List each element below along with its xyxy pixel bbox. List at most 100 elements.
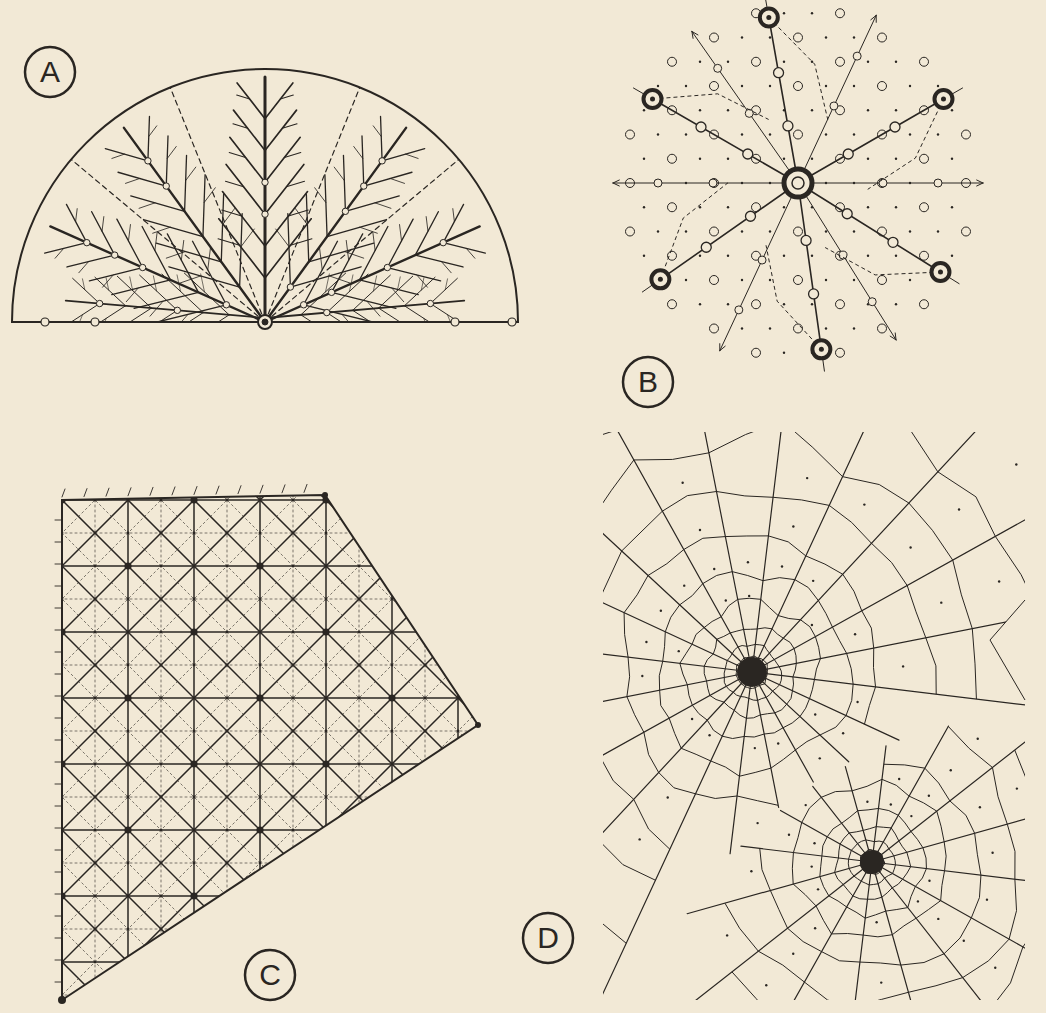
line-art xyxy=(528,522,590,569)
line-art xyxy=(719,344,720,351)
line-art xyxy=(730,672,752,854)
line-art xyxy=(203,175,205,237)
line-art xyxy=(0,863,560,864)
line-art xyxy=(66,155,265,322)
line-art xyxy=(953,560,973,629)
line-art xyxy=(713,568,715,570)
line-art xyxy=(259,480,261,1010)
line-art xyxy=(937,133,939,135)
line-art xyxy=(1009,879,1016,939)
line-art xyxy=(349,275,353,292)
line-art xyxy=(710,82,719,91)
line-art xyxy=(745,211,755,221)
line-art xyxy=(801,235,811,245)
line-art xyxy=(622,511,663,551)
line-art xyxy=(884,764,925,768)
line-art xyxy=(171,329,177,345)
line-art xyxy=(863,935,892,937)
line-art xyxy=(725,903,758,951)
line-art xyxy=(836,348,845,357)
line-art xyxy=(193,697,196,700)
line-art xyxy=(644,732,659,772)
line-art xyxy=(112,154,125,158)
line-art xyxy=(360,227,378,233)
line-art xyxy=(895,158,897,160)
line-art xyxy=(882,779,909,796)
line-art xyxy=(127,730,130,733)
line-art xyxy=(934,90,952,108)
line-art xyxy=(55,740,62,741)
line-art xyxy=(752,348,761,357)
line-art xyxy=(668,251,677,260)
line-art xyxy=(819,347,824,352)
line-art xyxy=(920,300,929,309)
line-art xyxy=(713,639,717,654)
line-art xyxy=(871,15,876,19)
line-art xyxy=(0,0,464,1013)
line-art xyxy=(265,164,304,214)
line-art xyxy=(875,921,877,923)
line-art xyxy=(749,0,1046,1013)
line-art xyxy=(67,255,115,267)
line-art xyxy=(304,241,338,305)
line-art xyxy=(587,601,598,652)
line-art xyxy=(424,730,427,733)
line-art xyxy=(752,672,1046,724)
line-art xyxy=(868,897,882,899)
line-art xyxy=(435,786,437,788)
line-art xyxy=(227,480,228,1010)
line-art xyxy=(256,826,263,833)
line-art xyxy=(651,270,669,288)
line-art xyxy=(951,206,953,208)
line-art xyxy=(1037,615,1044,706)
line-art xyxy=(384,264,390,270)
line-art xyxy=(711,761,740,776)
line-art xyxy=(91,318,99,326)
line-art xyxy=(766,691,772,697)
line-art xyxy=(0,0,893,1013)
line-art xyxy=(122,0,1046,1013)
line-art xyxy=(390,178,404,183)
line-art xyxy=(937,230,939,232)
line-art xyxy=(292,829,295,832)
line-art xyxy=(783,255,785,257)
line-art xyxy=(795,580,819,601)
line-art xyxy=(784,169,812,197)
line-art xyxy=(142,226,170,279)
line-art xyxy=(855,992,909,1007)
line-art xyxy=(0,697,560,699)
line-art xyxy=(386,0,1046,1013)
line-art xyxy=(55,696,62,697)
line-art xyxy=(710,324,719,333)
line-art xyxy=(0,0,167,1013)
line-art xyxy=(188,0,1046,1013)
line-art xyxy=(931,263,949,281)
line-art xyxy=(0,0,629,1013)
line-art xyxy=(485,0,1046,1013)
line-art xyxy=(358,763,361,766)
line-art xyxy=(804,982,854,1007)
line-art xyxy=(226,565,229,568)
line-art xyxy=(743,149,753,159)
line-art xyxy=(727,109,729,111)
line-art xyxy=(810,680,815,699)
line-art xyxy=(94,862,97,865)
line-art xyxy=(948,726,992,767)
line-art xyxy=(750,870,752,872)
line-art xyxy=(853,480,855,1010)
line-art xyxy=(741,279,743,281)
line-art xyxy=(508,318,516,326)
line-art xyxy=(0,203,560,204)
line-art xyxy=(796,307,912,327)
line-art xyxy=(156,313,203,344)
line-art xyxy=(94,664,97,667)
line-art xyxy=(738,598,761,599)
line-art xyxy=(692,705,707,720)
line-art xyxy=(926,638,936,694)
line-art xyxy=(710,33,719,42)
line-art xyxy=(669,718,681,748)
line-art xyxy=(148,117,150,161)
line-art xyxy=(774,68,784,78)
line-art xyxy=(703,572,733,584)
